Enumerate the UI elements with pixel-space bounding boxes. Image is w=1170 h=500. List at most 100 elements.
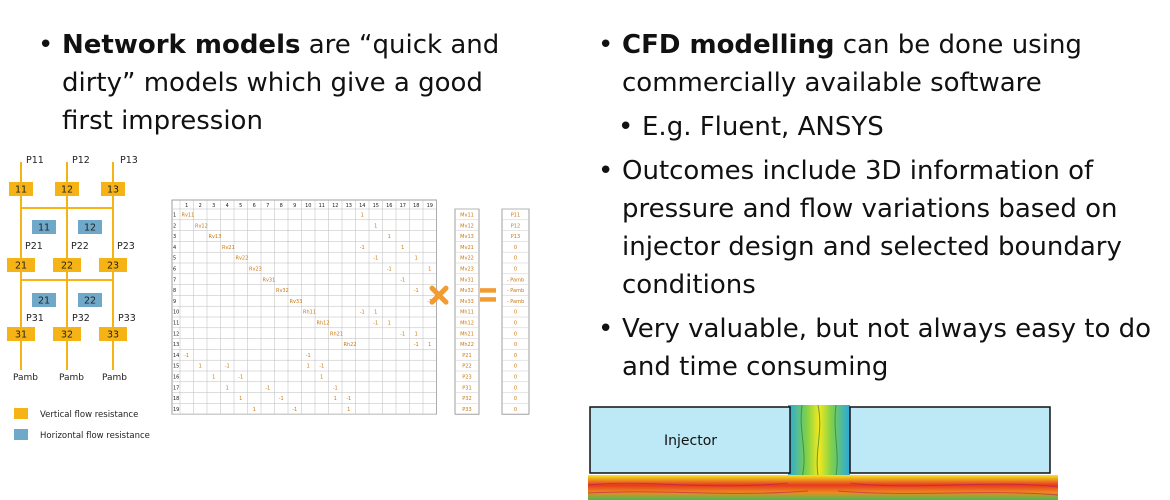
matrix-row-header: 4 bbox=[173, 245, 176, 251]
left-bullet-list: Network models are “quick and dirty” mod… bbox=[38, 26, 508, 140]
rhs-vector bbox=[501, 208, 530, 415]
vertical-resistance-label: 12 bbox=[61, 185, 73, 196]
node-pressure-top: P11 bbox=[26, 155, 44, 166]
unknown-entry: P23 bbox=[462, 375, 471, 381]
matrix-entry: -1 bbox=[400, 331, 405, 337]
matrix-col-header: 10 bbox=[305, 203, 311, 209]
bullet-bold: CFD modelling bbox=[622, 30, 835, 60]
matrix-entry: 1 bbox=[347, 407, 350, 413]
unknown-entry: Mh11 bbox=[460, 310, 474, 316]
matrix-col-header: 14 bbox=[359, 203, 365, 209]
matrix-entry: -1 bbox=[414, 342, 419, 348]
node-pressure-top: P12 bbox=[72, 155, 90, 166]
unknown-entry: Mh12 bbox=[460, 321, 474, 327]
matrix-diagonal-entry: Rh21 bbox=[330, 331, 343, 337]
node-pressure-mid: P23 bbox=[117, 241, 135, 252]
vertical-resistance bbox=[99, 327, 127, 341]
matrix-row-header: 3 bbox=[173, 234, 176, 240]
matrix-row-header: 16 bbox=[173, 375, 179, 381]
vertical-resistance-label: 31 bbox=[15, 330, 27, 341]
bullet-text: are “quick and dirty” models which give … bbox=[62, 30, 500, 136]
cfd-floor-streaks bbox=[588, 482, 1058, 496]
right-bullet-item: Outcomes include 3D information of press… bbox=[598, 152, 1158, 304]
right-bullet-item: E.g. Fluent, ANSYS bbox=[598, 108, 1158, 146]
node-pressure-mid: P22 bbox=[71, 241, 89, 252]
rhs-entry: 0 bbox=[514, 256, 517, 262]
bullet-text: Very valuable, but not always easy to do… bbox=[622, 314, 1152, 382]
matrix-entry: 1 bbox=[374, 223, 377, 229]
matrix-entry: 1 bbox=[415, 256, 418, 262]
matrix-entry: -1 bbox=[225, 364, 230, 370]
matrix-row-header: 18 bbox=[173, 396, 179, 402]
unknown-entry: P32 bbox=[462, 396, 471, 402]
matrix-entry: 1 bbox=[401, 245, 404, 251]
matrix-row-header: 7 bbox=[173, 277, 176, 283]
rhs-entry: 0 bbox=[514, 245, 517, 251]
matrix-col-header: 6 bbox=[253, 203, 256, 209]
matrix-entry: -1 bbox=[373, 256, 378, 262]
vertical-resistance bbox=[7, 258, 35, 272]
matrix-row-header: 15 bbox=[173, 364, 179, 370]
matrix-entry: -1 bbox=[360, 310, 365, 316]
matrix-diagonal-entry: Rv22 bbox=[236, 256, 249, 262]
unknown-entry: Mv12 bbox=[460, 223, 474, 229]
matrix-entry: 1 bbox=[428, 342, 431, 348]
matrix-col-header: 9 bbox=[293, 203, 296, 209]
right-bullet-item: CFD modelling can be done using commerci… bbox=[598, 26, 1158, 102]
vertical-resistance-label: 21 bbox=[15, 261, 27, 272]
matrix-entry: 1 bbox=[239, 396, 242, 402]
matrix-row-header: 17 bbox=[173, 385, 179, 391]
unknown-entry: Mv22 bbox=[460, 256, 474, 262]
matrix-frame bbox=[171, 199, 437, 415]
matrix-entry: -1 bbox=[238, 375, 243, 381]
vertical-resistance-label: 13 bbox=[107, 185, 119, 196]
horizontal-resistance bbox=[32, 220, 56, 234]
rhs-entry: - Pamb bbox=[507, 277, 524, 283]
rhs-entry: 0 bbox=[514, 364, 517, 370]
bullet-network-models: Network models are “quick and dirty” mod… bbox=[38, 26, 508, 140]
unknown-entry: Mv33 bbox=[460, 299, 474, 305]
matrix-col-header: 16 bbox=[386, 203, 392, 209]
matrix-row-header: 10 bbox=[173, 310, 179, 316]
unknown-entry: Mv21 bbox=[460, 245, 474, 251]
matrix-col-header: 5 bbox=[239, 203, 242, 209]
vertical-resistance bbox=[53, 258, 81, 272]
horizontal-resistance bbox=[78, 293, 102, 307]
rhs-entry: P11 bbox=[511, 213, 520, 219]
injector-block-right bbox=[849, 406, 1051, 474]
legend-swatch bbox=[14, 429, 28, 440]
rhs-entry: 0 bbox=[514, 396, 517, 402]
cfd-simulation-image: Injector bbox=[588, 405, 1058, 500]
matrix-diagonal-entry: Rv23 bbox=[249, 267, 262, 273]
matrix-entry: 1 bbox=[374, 310, 377, 316]
matrix-col-header: 18 bbox=[413, 203, 419, 209]
vertical-resistance-label: 32 bbox=[61, 330, 73, 341]
unknown-entry: P22 bbox=[462, 364, 471, 370]
horizontal-resistance-label: 11 bbox=[38, 223, 50, 234]
rhs-entry: 0 bbox=[514, 342, 517, 348]
matrix-col-header: 7 bbox=[266, 203, 269, 209]
right-bullet-item: Very valuable, but not always easy to do… bbox=[598, 310, 1158, 386]
unknown-entry: P21 bbox=[462, 353, 471, 359]
ambient-pressure-label: Pamb bbox=[13, 373, 38, 383]
matrix-entry: 1 bbox=[334, 396, 337, 402]
matrix-entry: 1 bbox=[320, 375, 323, 381]
matrix-entry: 1 bbox=[388, 234, 391, 240]
matrix-entry: 1 bbox=[415, 331, 418, 337]
unknown-entry: Mv13 bbox=[460, 234, 474, 240]
rhs-entry: 0 bbox=[514, 321, 517, 327]
matrix-col-header: 15 bbox=[373, 203, 379, 209]
matrix-entry: -1 bbox=[373, 321, 378, 327]
vertical-resistance bbox=[9, 182, 33, 196]
ambient-pressure-label: Pamb bbox=[59, 373, 84, 383]
matrix-col-header: 4 bbox=[226, 203, 229, 209]
node-pressure-mid: P33 bbox=[118, 313, 136, 324]
matrix-diagonal-entry: Rh22 bbox=[344, 342, 357, 348]
matrix-col-header: 11 bbox=[319, 203, 325, 209]
horizontal-resistance-label: 21 bbox=[38, 296, 50, 307]
matrix-entry: 1 bbox=[253, 407, 256, 413]
rhs-entry: - Pamb bbox=[507, 299, 524, 305]
legend-label: Horizontal flow resistance bbox=[40, 431, 150, 441]
